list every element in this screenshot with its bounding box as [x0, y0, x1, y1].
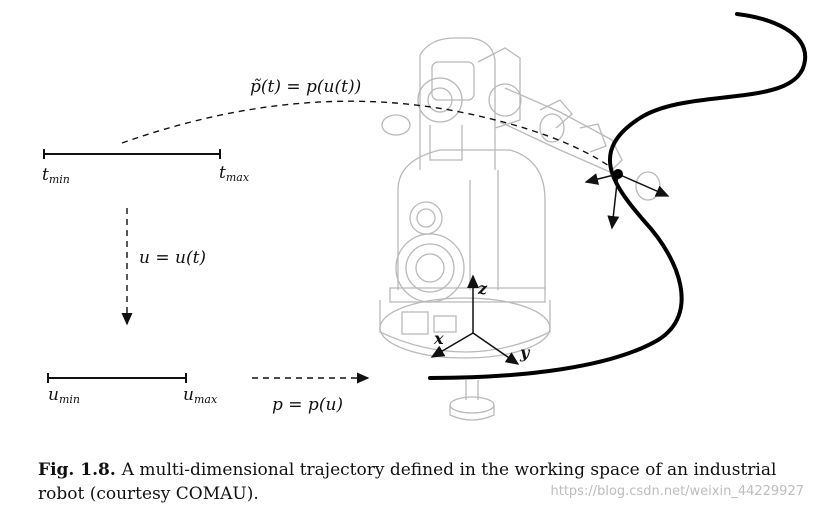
- parameter-mapping-label: p = p(u): [272, 395, 343, 415]
- caption-label: Fig. 1.8.: [38, 460, 116, 480]
- t-max-label: tmax: [219, 163, 250, 184]
- time-interval: [43, 149, 221, 159]
- u-min-label: umin: [48, 385, 80, 406]
- mapping-dashed-curve: [121, 100, 613, 169]
- time-mapping-label: u = u(t): [139, 248, 206, 268]
- robot-illustration: [379, 37, 661, 421]
- trajectory-curve: [428, 12, 808, 380]
- t-min-label: tmin: [42, 165, 70, 186]
- trajectory-point: [613, 169, 623, 179]
- axis-y-label: y: [519, 343, 531, 362]
- figure-caption: Fig. 1.8.A multi-dimensional trajectory …: [38, 458, 808, 506]
- watermark: https://blog.csdn.net/weixin_44229927: [550, 484, 804, 499]
- world-frame: [430, 274, 520, 365]
- curve-label: p̃(t) = p(u(t)): [250, 77, 361, 97]
- end-effector-frame: [584, 173, 670, 230]
- parameter-interval: [47, 373, 187, 383]
- axis-z-label: z: [477, 279, 488, 298]
- axis-x-label: x: [433, 329, 444, 348]
- caption-text: A multi-dimensional trajectory defined i…: [38, 460, 777, 504]
- u-max-label: umax: [183, 385, 218, 406]
